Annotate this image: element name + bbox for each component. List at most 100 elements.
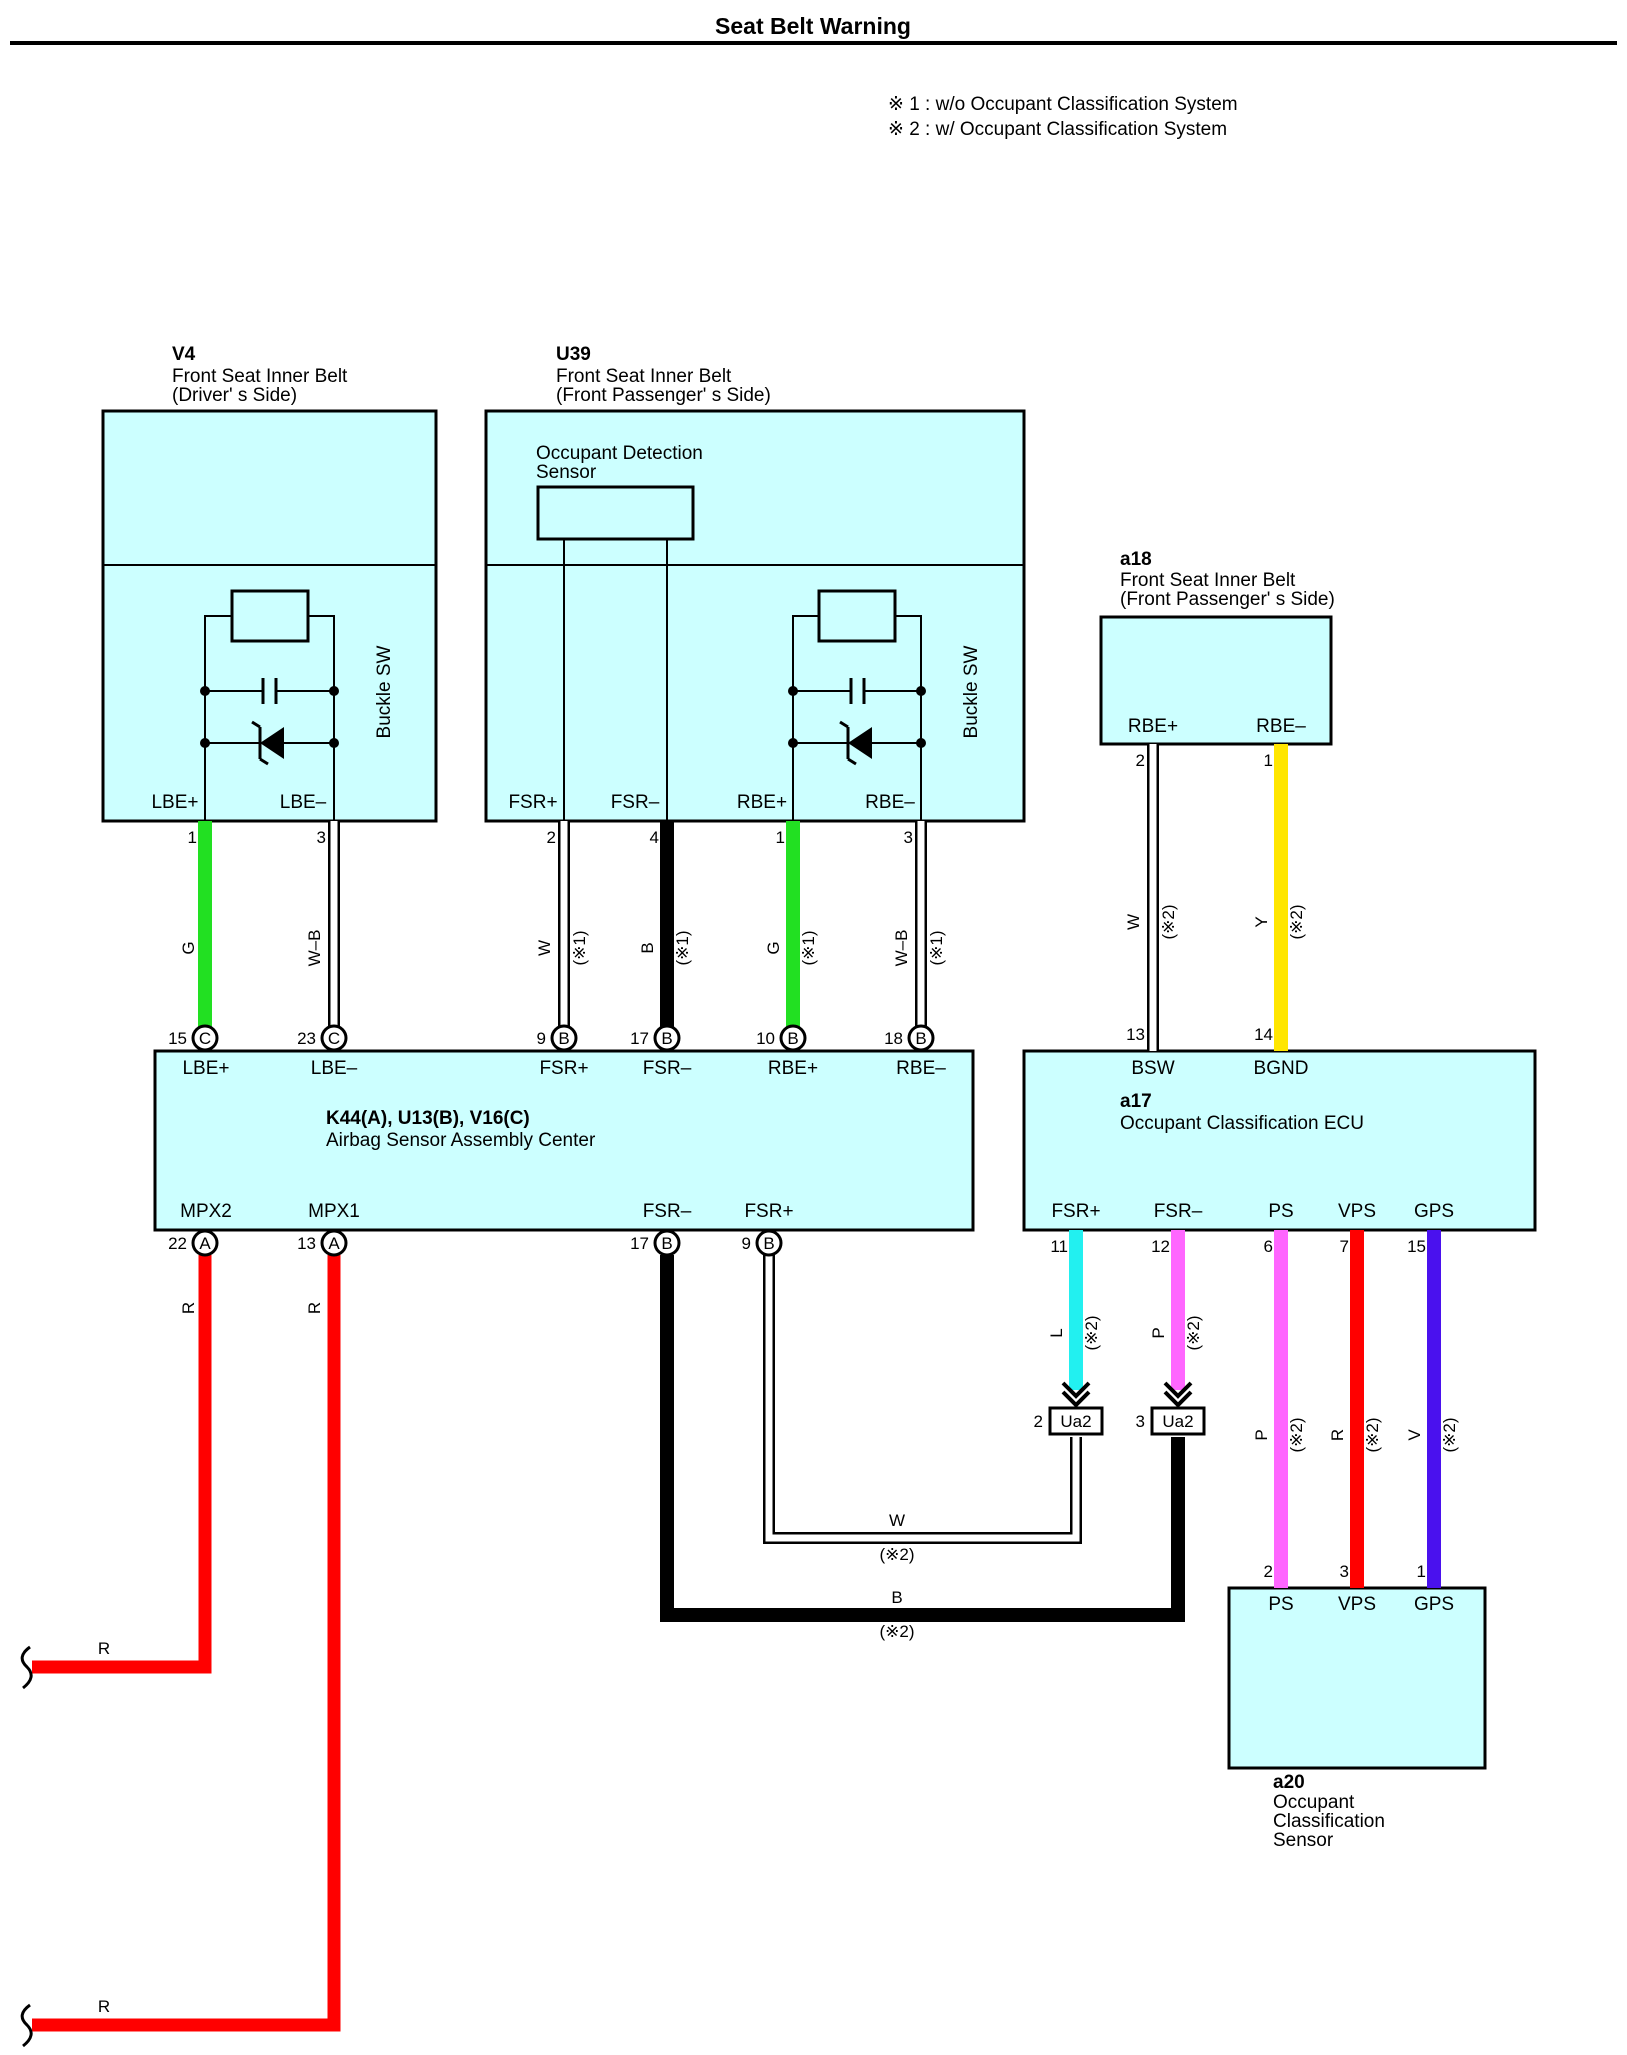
airbag-top-rbe-pos: RBE+	[768, 1058, 818, 1079]
a18-term-rbe-pos: RBE+	[1128, 716, 1178, 737]
a18-term-rbe-neg: RBE–	[1256, 716, 1306, 737]
connector-pin-a22: A 22	[168, 1229, 219, 1257]
pin-number: 1	[1264, 751, 1273, 770]
wire-path	[765, 1255, 1080, 1542]
wire-mpx2-r: R	[32, 1255, 212, 1674]
pin-number: 22	[168, 1234, 187, 1253]
wire-note: (※2)	[1363, 1417, 1382, 1452]
wire-break-icon	[20, 2003, 33, 2048]
connector-letter: C	[328, 1029, 340, 1048]
connector-letter: A	[199, 1234, 211, 1253]
airbag-name: Airbag Sensor Assembly Center	[326, 1130, 596, 1151]
v4-name-line1: Front Seat Inner Belt	[172, 366, 348, 387]
connector-pin-b17-bottom: B 17	[630, 1229, 681, 1257]
a17-term-bsw: BSW	[1131, 1058, 1174, 1079]
a18-name-line2: (Front Passenger' s Side)	[1120, 589, 1335, 610]
wire-note: (※2)	[1440, 1417, 1459, 1452]
pin-number: 2	[1034, 1412, 1043, 1431]
pin-number: 18	[884, 1029, 903, 1048]
wire-outline	[763, 1255, 1082, 1544]
airbag-top-fsr-pos: FSR+	[539, 1058, 588, 1079]
a20-name-line2: Classification	[1273, 1811, 1385, 1832]
wire-fsrp-w: W (※2)	[763, 1255, 1082, 1564]
pin-number: 9	[537, 1029, 546, 1048]
component-a18: a18 Front Seat Inner Belt (Front Passeng…	[1099, 549, 1335, 746]
a18-name-line1: Front Seat Inner Belt	[1120, 570, 1296, 591]
connector-pin-b18: B 18	[884, 1024, 935, 1052]
v4-code: V4	[172, 344, 196, 365]
wire-code: R	[305, 1302, 324, 1314]
wire-a17-p: P (※2)	[1149, 1230, 1203, 1390]
airbag-top-lbe-neg: LBE–	[311, 1058, 358, 1079]
pin-number: 7	[1340, 1237, 1349, 1256]
pin-number: 2	[1264, 1562, 1273, 1581]
u39-sw-label: Buckle SW	[961, 645, 982, 738]
pin-number: 1	[776, 828, 785, 847]
wires: G W–B W (※1) B (※1) G (※1) W–B (※1)	[20, 744, 1459, 2048]
pin-number: 17	[630, 1029, 649, 1048]
wire-note: (※1)	[927, 930, 946, 965]
u39-name-line2: (Front Passenger' s Side)	[556, 385, 771, 406]
component-u39: U39 Front Seat Inner Belt (Front Passeng…	[484, 344, 1026, 823]
v4-buckle-switch: Buckle SW	[200, 589, 395, 821]
wire-code-r-left-1: R	[98, 1639, 110, 1658]
connector-pin-b10: B 10	[756, 1024, 807, 1052]
connector-letter: B	[915, 1029, 926, 1048]
a20-code: a20	[1273, 1772, 1305, 1793]
resistor-icon	[817, 589, 897, 643]
connector-pin-b9-bottom: B 9	[742, 1229, 783, 1257]
connector-letter: C	[199, 1029, 211, 1048]
wire-path	[32, 1255, 341, 2032]
connector-letter: B	[787, 1029, 798, 1048]
zener-diode-icon	[848, 727, 872, 759]
a20-term-ps: PS	[1268, 1594, 1293, 1615]
a20-box	[1227, 1586, 1487, 1770]
a18-box	[1099, 615, 1333, 746]
wire-code: G	[179, 941, 198, 954]
a17-box	[1022, 1049, 1537, 1232]
u39-code: U39	[556, 344, 591, 365]
u39-term-rbe-neg: RBE–	[865, 792, 915, 813]
a18-code: a18	[1120, 549, 1152, 570]
a17-term-ps: PS	[1268, 1201, 1293, 1222]
a20-name-line3: Sensor	[1273, 1830, 1334, 1851]
wire-code: P	[1149, 1327, 1168, 1338]
airbag-box	[153, 1049, 975, 1232]
component-airbag-sensor: K44(A), U13(B), V16(C) Airbag Sensor Ass…	[153, 1049, 975, 1232]
a20-term-vps: VPS	[1338, 1594, 1376, 1615]
pin-number: 1	[1417, 1562, 1426, 1581]
resistor-icon	[230, 589, 310, 643]
note-2: ※ 2 : w/ Occupant Classification System	[888, 119, 1227, 140]
airbag-bottom-mpx2: MPX2	[180, 1201, 232, 1222]
connector-pin-a13: A 13	[297, 1229, 348, 1257]
u39-name-line1: Front Seat Inner Belt	[556, 366, 732, 387]
u39-term-fsr-neg: FSR–	[611, 792, 660, 813]
pin-number: 6	[1264, 1237, 1273, 1256]
wire-gps-v: V (※2)	[1405, 1230, 1459, 1588]
pin-number: 15	[1407, 1237, 1426, 1256]
pin-number: 3	[1136, 1412, 1145, 1431]
connector-letter: B	[763, 1234, 774, 1253]
wire-code: L	[1047, 1328, 1066, 1337]
connector-arrow-icon	[1061, 1381, 1091, 1399]
connector-ua2-pin2: Ua2 2	[1034, 1381, 1104, 1436]
a17-term-gps: GPS	[1414, 1201, 1454, 1222]
a17-term-fsr-neg: FSR–	[1154, 1201, 1203, 1222]
pin-number: 9	[742, 1234, 751, 1253]
wire-code: W	[889, 1511, 905, 1530]
connector-code: Ua2	[1162, 1412, 1193, 1431]
pin-number: 3	[317, 828, 326, 847]
airbag-bottom-fsr-pos: FSR+	[744, 1201, 793, 1222]
wire-a18-y: Y (※2)	[1252, 744, 1306, 1051]
wire-note: (※1)	[570, 930, 589, 965]
pin-number: 13	[297, 1234, 316, 1253]
pin-number: 2	[547, 828, 556, 847]
u39-term-rbe-pos: RBE+	[737, 792, 787, 813]
wire-note: (※2)	[1287, 904, 1306, 939]
airbag-top-connectors: C 15 C 23 B 9 B 17 B 10 B 18	[168, 1024, 935, 1052]
wire-ps-p: P (※2)	[1252, 1230, 1306, 1588]
wire-u39-wb: W–B (※1)	[892, 821, 946, 1038]
pin-number: 3	[1340, 1562, 1349, 1581]
wire-code: G	[764, 941, 783, 954]
